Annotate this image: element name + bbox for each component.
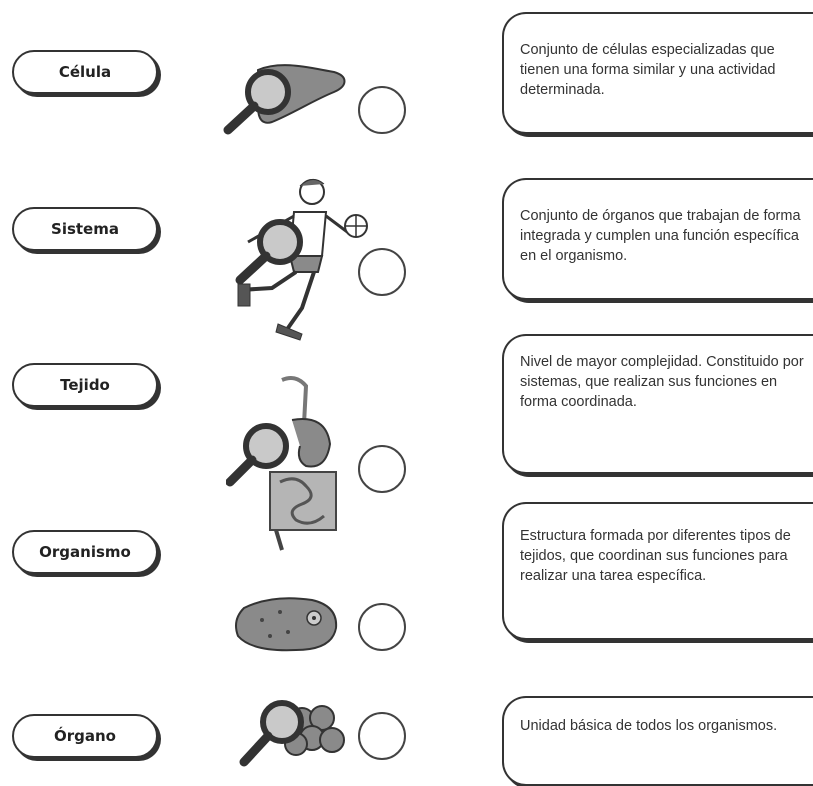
digestive-system-icon: [226, 374, 356, 554]
term-organismo: Organismo: [12, 530, 158, 574]
definition-text: Estructura formada por diferentes tipos …: [520, 528, 791, 584]
definition-box: Nivel de mayor complejidad. Constituido …: [502, 334, 813, 474]
answer-circle-4[interactable]: [358, 603, 406, 651]
definition-box: Unidad básica de todos los organismos.: [502, 696, 813, 786]
term-tejido: Tejido: [12, 363, 158, 407]
term-label: Tejido: [60, 376, 110, 394]
term-label: Organismo: [39, 543, 131, 561]
term-celula: Célula: [12, 50, 158, 94]
definition-text: Nivel de mayor complejidad. Constituido …: [520, 354, 804, 410]
definition-text: Conjunto de células especializadas que t…: [520, 42, 776, 98]
liver-organ-icon: [222, 56, 352, 136]
answer-circle-3[interactable]: [358, 445, 406, 493]
term-sistema: Sistema: [12, 207, 158, 251]
cell-icon: [232, 592, 342, 654]
definition-box: Conjunto de células especializadas que t…: [502, 12, 813, 134]
tissue-cells-icon: [226, 696, 356, 770]
basketball-player-icon: [230, 172, 380, 342]
answer-circle-5[interactable]: [358, 712, 406, 760]
definition-text: Unidad básica de todos los organismos.: [520, 718, 778, 734]
term-organo: Órgano: [12, 714, 158, 758]
definition-box: Conjunto de órganos que trabajan de form…: [502, 178, 813, 300]
definition-text: Conjunto de órganos que trabajan de form…: [520, 208, 801, 264]
term-label: Órgano: [54, 727, 116, 745]
definition-box: Estructura formada por diferentes tipos …: [502, 502, 813, 640]
answer-circle-1[interactable]: [358, 86, 406, 134]
answer-circle-2[interactable]: [358, 248, 406, 296]
term-label: Célula: [58, 63, 112, 81]
term-label: Sistema: [51, 220, 119, 238]
